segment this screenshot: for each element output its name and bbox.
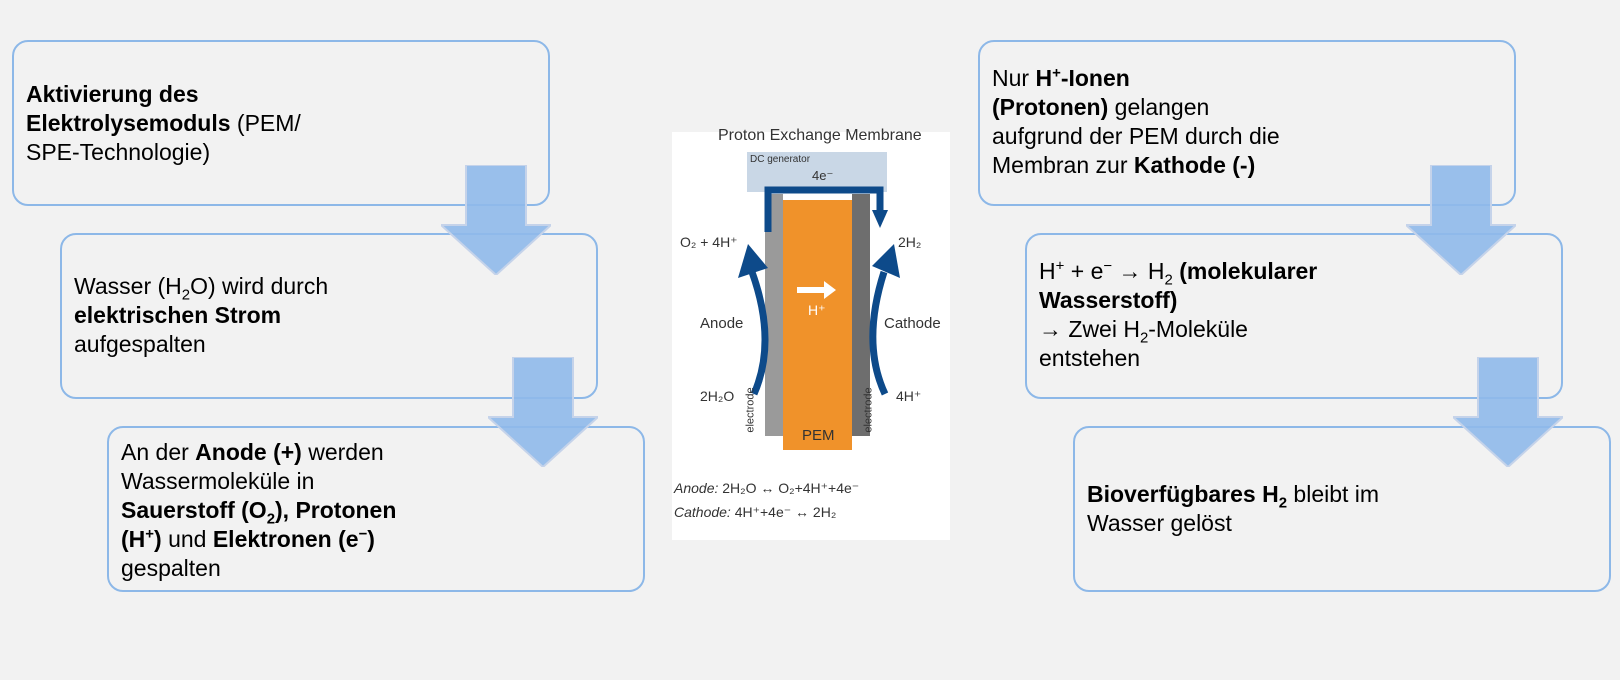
anode-top-label: O₂ + 4H⁺: [680, 234, 738, 250]
text-segment: +: [145, 525, 155, 543]
dc-generator-label: DC generator: [750, 154, 811, 165]
anode-label: Anode: [700, 315, 744, 332]
text-segment: bleibt im: [1287, 481, 1380, 507]
electron-arrow-head: [872, 210, 888, 228]
anode-equation-text: 2H₂O ↔ O₂+4H⁺+4e⁻: [718, 480, 860, 496]
pem-diagram-graphic: [738, 152, 900, 450]
dc-generator-box: [747, 152, 887, 192]
text-segment: 2: [266, 510, 275, 528]
text-segment: ): [154, 526, 162, 552]
text-segment: 2: [1139, 329, 1149, 347]
electrode-label-right: electrode: [862, 387, 875, 433]
diagram-title: Proton Exchange Membrane: [718, 127, 922, 144]
text-segment: Sauerstoff (O: [121, 497, 267, 523]
text-segment: Wassermoleküle in: [121, 468, 315, 494]
text-segment: aufgespalten: [74, 331, 206, 357]
text-segment: Elektronen (e: [212, 526, 359, 552]
step-box-water-split: Wasser (H2O) wird durch elektrischen Stro…: [60, 233, 598, 399]
pem-membrane: [783, 200, 852, 450]
text-segment: Wasser (H: [74, 273, 182, 299]
pem-label: PEM: [802, 427, 835, 444]
text-segment: 2: [1164, 271, 1173, 289]
proton-label: H⁺: [808, 302, 826, 318]
step-text: Nur H+-Ionen (Protonen) gelangen aufgrund …: [992, 64, 1280, 180]
down-arrow-icon: [441, 165, 551, 275]
text-segment: Kathode (-): [1133, 152, 1256, 178]
down-arrow-icon: [488, 357, 598, 467]
step-box-proton-transfer: Nur H+-Ionen (Protonen) gelangen aufgrund …: [978, 40, 1516, 206]
proton-arrow: [797, 281, 836, 299]
text-segment: → Zwei H: [1039, 316, 1140, 342]
electrode-right: [852, 194, 870, 436]
text-segment: ): [367, 526, 375, 552]
text-segment: entstehen: [1039, 345, 1141, 371]
text-segment: +: [1052, 64, 1061, 82]
text-segment: Bioverfügbares H: [1087, 481, 1279, 507]
cathode-flow-curve: [869, 270, 889, 396]
text-segment: (molekularer: [1172, 258, 1318, 284]
anode-flow-curve: [748, 270, 769, 396]
text-segment: -Moleküle: [1148, 316, 1248, 342]
step-text: Wasser (H2O) wird durch elektrischen Stro…: [74, 272, 328, 359]
text-segment: (H: [121, 526, 146, 552]
electrode-label-left: electrode: [744, 387, 757, 433]
text-segment: SPE-Technologie): [26, 139, 211, 165]
text-segment: (Protonen): [992, 94, 1109, 120]
down-arrow-icon: [1453, 357, 1563, 467]
text-segment: -Ionen: [1060, 65, 1130, 91]
anode-equation-prefix: Anode:: [674, 480, 719, 496]
text-segment: 2: [181, 286, 191, 304]
text-segment: und: [161, 526, 213, 552]
text-segment: (PEM/: [230, 110, 301, 136]
cathode-equation-text: 4H⁺+4e⁻ ↔ 2H₂: [730, 504, 837, 520]
anode-bottom-label: 2H₂O: [700, 388, 735, 404]
text-segment: gespalten: [121, 555, 221, 581]
cathode-top-label: 2H₂: [898, 234, 922, 250]
step-text: Bioverfügbares H2 bleibt im Wasser gelöst: [1087, 480, 1379, 538]
electron-flow-line: [764, 186, 884, 232]
electron-label: 4e⁻: [812, 168, 834, 183]
text-segment: → H: [1112, 258, 1165, 284]
text-segment: Membran zur: [992, 152, 1134, 178]
text-segment: Elektrolysemoduls: [26, 110, 231, 136]
text-segment: H: [1039, 258, 1056, 284]
anode-arrow-head: [738, 244, 768, 278]
text-segment: Aktivierung des: [26, 81, 199, 107]
text-segment: + e: [1064, 258, 1104, 284]
cathode-equation: Cathode: 4H⁺+4e⁻ ↔ 2H₂: [674, 504, 836, 520]
pem-diagram: Proton Exchange Membrane DC generator 4e…: [672, 128, 950, 540]
text-segment: werden: [301, 439, 384, 465]
text-segment: Wasserstoff): [1039, 287, 1178, 313]
text-segment: gelangen: [1108, 94, 1210, 120]
text-segment: H: [1035, 65, 1053, 91]
text-segment: aufgrund der PEM durch die: [992, 123, 1280, 149]
text-segment: 2: [1278, 494, 1288, 512]
text-segment: +: [1055, 257, 1065, 275]
text-segment: −: [1103, 257, 1113, 275]
electrode-left: [765, 194, 783, 436]
text-segment: ), Protonen: [275, 497, 397, 523]
cathode-label: Cathode: [884, 315, 941, 332]
text-segment: Nur: [992, 65, 1036, 91]
text-segment: An der: [121, 439, 196, 465]
anode-equation: Anode: 2H₂O ↔ O₂+4H⁺+4e⁻: [674, 480, 859, 496]
text-segment: elektrischen Strom: [74, 302, 282, 328]
cathode-bottom-label: 4H⁺: [896, 388, 922, 404]
text-segment: Wasser gelöst: [1087, 510, 1232, 536]
text-segment: O) wird durch: [190, 273, 329, 299]
down-arrow-icon: [1406, 165, 1516, 275]
cathode-equation-prefix: Cathode:: [674, 504, 731, 520]
cathode-arrow-head: [872, 244, 900, 278]
text-segment: −: [358, 525, 368, 543]
text-segment: Anode (+): [195, 439, 302, 465]
